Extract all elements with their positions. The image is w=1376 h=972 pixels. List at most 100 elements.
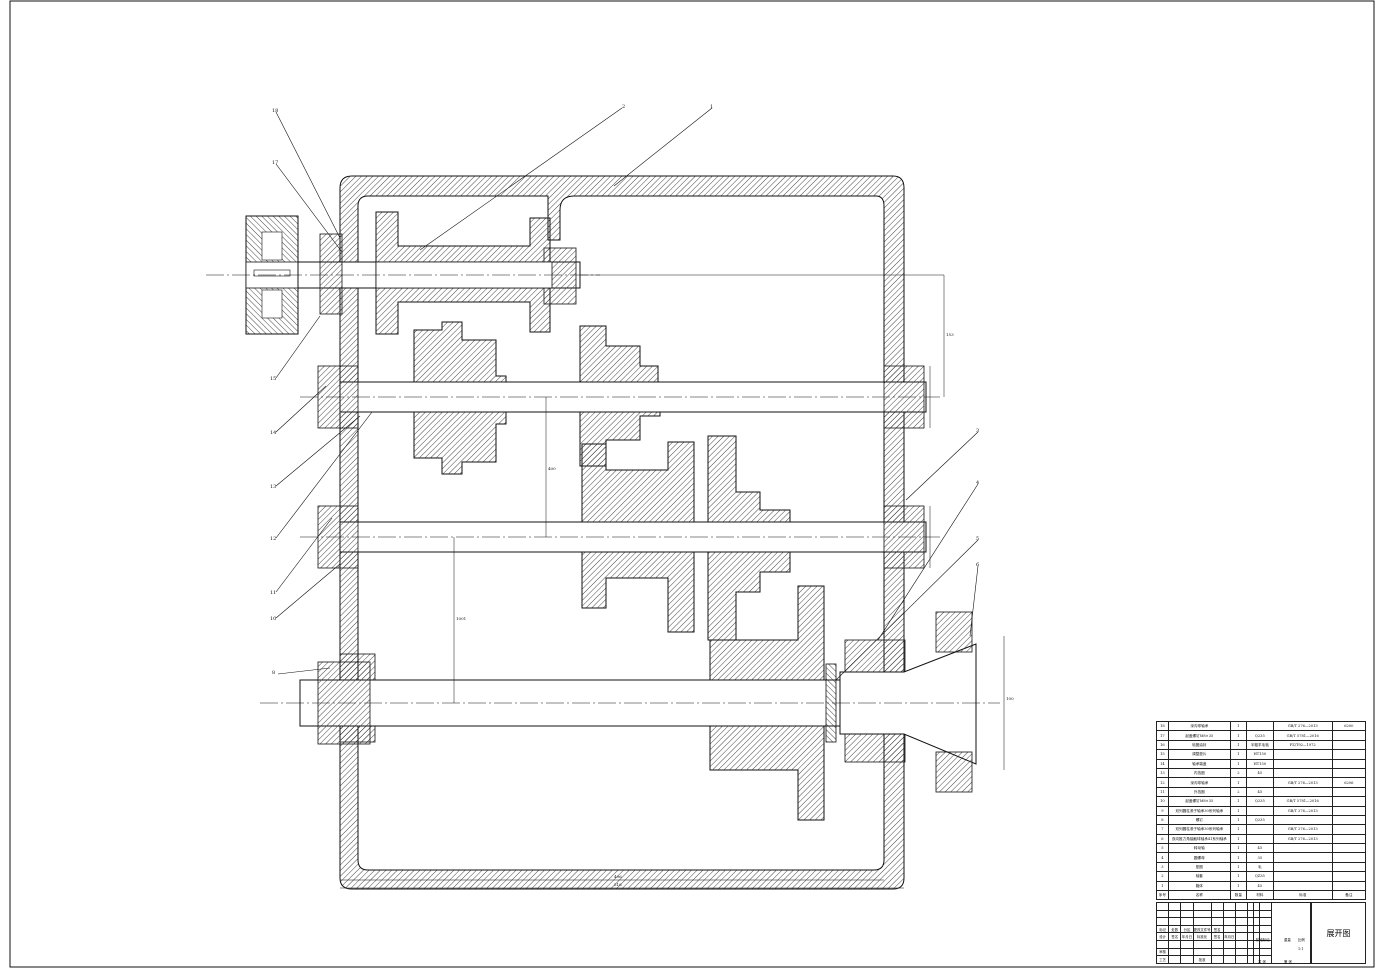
title-grid-cell <box>1210 917 1224 926</box>
bom-cell-no: 17 <box>1156 730 1169 741</box>
bom-cell-no: 12 <box>1156 777 1169 788</box>
bom-header-no: 序号 <box>1156 890 1169 901</box>
bom-cell-name: 箱体 <box>1167 880 1231 892</box>
bom-cell-remark <box>1331 758 1367 769</box>
bom-cell-material <box>1245 824 1274 835</box>
title-grid-cell <box>1222 939 1236 949</box>
bom-cell-no: 16 <box>1156 739 1169 751</box>
title-grid-cell <box>1180 917 1194 926</box>
title-grid-cell <box>1234 939 1249 949</box>
title-grid-cell <box>1180 902 1194 911</box>
bom-cell-qty: 1 <box>1229 852 1247 863</box>
title-grid-cell: 批准 <box>1192 955 1212 964</box>
balloon-4: 4 <box>976 480 979 486</box>
stage-label: 阶段标记 <box>1256 938 1270 942</box>
bom-cell-name: 调整垫片 <box>1167 749 1231 760</box>
bom-cell-standard: GB/T 5781—2016 <box>1272 796 1333 807</box>
bom-cell-material: 35 <box>1245 852 1274 863</box>
title-grid-cell <box>1192 917 1212 926</box>
title-grid-cell: 签名 <box>1210 932 1224 941</box>
bom-cell-remark <box>1331 871 1367 882</box>
bom-cell-qty: 1 <box>1229 730 1247 741</box>
bom-cell-qty: 1 <box>1229 824 1247 835</box>
bom-cell-remark <box>1331 749 1367 760</box>
bom-cell-remark <box>1331 739 1367 751</box>
bom-cell-qty: 2 <box>1229 767 1247 779</box>
bom-cell-name: 轴套 <box>1167 871 1231 882</box>
bom-cell-name: 毡圈油封 <box>1167 739 1231 751</box>
title-grid-cell <box>1234 917 1249 926</box>
bom-cell-no: 15 <box>1156 749 1169 760</box>
bom-cell-remark <box>1331 843 1367 854</box>
bom-cell-name: 螺钉 <box>1167 814 1231 826</box>
bom-cell-standard <box>1272 786 1333 798</box>
drawing-title: 展开图 <box>1311 902 1366 964</box>
balloon-8: 8 <box>272 670 275 676</box>
dimension-texts: 496 516 400 1001 153 100 <box>456 332 1014 887</box>
bom-cell-qty: 1 <box>1229 861 1247 873</box>
bom-cell-name: 轴承端盖 <box>1167 758 1231 769</box>
bom-cell-no: 18 <box>1156 720 1169 732</box>
balloon-3: 3 <box>976 428 979 434</box>
bom-cell-name: 内挡圈 <box>1167 767 1231 779</box>
sheet-total: 共 张 <box>1258 960 1266 964</box>
dim-width-outer: 516 <box>614 882 622 887</box>
title-grid-cell <box>1234 947 1249 957</box>
title-grid-cell <box>1234 902 1249 911</box>
bom-header-name: 名称 <box>1167 890 1231 901</box>
title-grid-cell <box>1180 955 1194 964</box>
title-grid-cell <box>1222 955 1236 964</box>
title-grid-cell <box>1192 902 1212 911</box>
bom-cell-remark: 6200 <box>1331 720 1367 732</box>
dim-center-1: 400 <box>548 466 556 471</box>
bom-cell-name: 圆螺母 <box>1167 852 1231 863</box>
title-block: 标记处数分区更改文件号签名设计签名年月日标准化签名年月日审核工艺批准 阶段标记 … <box>1155 902 1366 964</box>
shaft-3 <box>317 435 927 641</box>
bom-cell-no: 2 <box>1156 871 1169 882</box>
dimension-lines <box>340 274 1005 889</box>
bom-cell-standard: GB/T 5781—2016 <box>1272 730 1333 741</box>
bom-header-qty: 数量 <box>1229 890 1247 901</box>
dim-center-2: 1001 <box>456 616 466 621</box>
bom-cell-material: 45 <box>1245 786 1274 798</box>
weight-label: 重量 <box>1284 938 1291 942</box>
bom-cell-remark <box>1331 814 1367 826</box>
bom-cell-material <box>1245 805 1274 816</box>
bom-cell-no: 3 <box>1156 861 1169 873</box>
bom-cell-standard: GB/T 276—2013 <box>1272 824 1333 835</box>
balloon-5: 5 <box>976 536 979 542</box>
bom-cell-standard <box>1272 852 1333 863</box>
title-grid-cell: 年月日 <box>1222 932 1236 941</box>
bom-cell-qty: 1 <box>1229 833 1247 845</box>
bom-cell-name: 双向推力角接触球轴承41系列轴承 <box>1167 833 1231 845</box>
title-grid-cell <box>1222 909 1236 919</box>
bom-cell-remark <box>1331 852 1367 863</box>
bom-cell-qty: 1 <box>1229 758 1247 769</box>
bom-cell-material: 毛 <box>1245 861 1274 873</box>
bom-cell-remark <box>1331 767 1367 779</box>
title-block-middle: 阶段标记 重量 比例 1:1 共 张 第 张 <box>1253 902 1311 964</box>
scale-label: 比例 <box>1298 938 1305 942</box>
bom-cell-name: 双列圆柱滚子轴承30系列轴承 <box>1167 824 1231 835</box>
title-grid-cell: 更改文件号 <box>1192 924 1212 934</box>
bom-cell-qty: 1 <box>1229 871 1247 882</box>
bom-cell-material: 45 <box>1245 843 1274 854</box>
bom-cell-remark <box>1331 833 1367 845</box>
bom-header-material: 材料 <box>1245 890 1274 901</box>
title-grid-cell <box>1210 955 1224 964</box>
title-grid-cell <box>1222 902 1236 911</box>
bom-cell-qty: 2 <box>1229 786 1247 798</box>
title-grid-cell <box>1155 939 1170 949</box>
